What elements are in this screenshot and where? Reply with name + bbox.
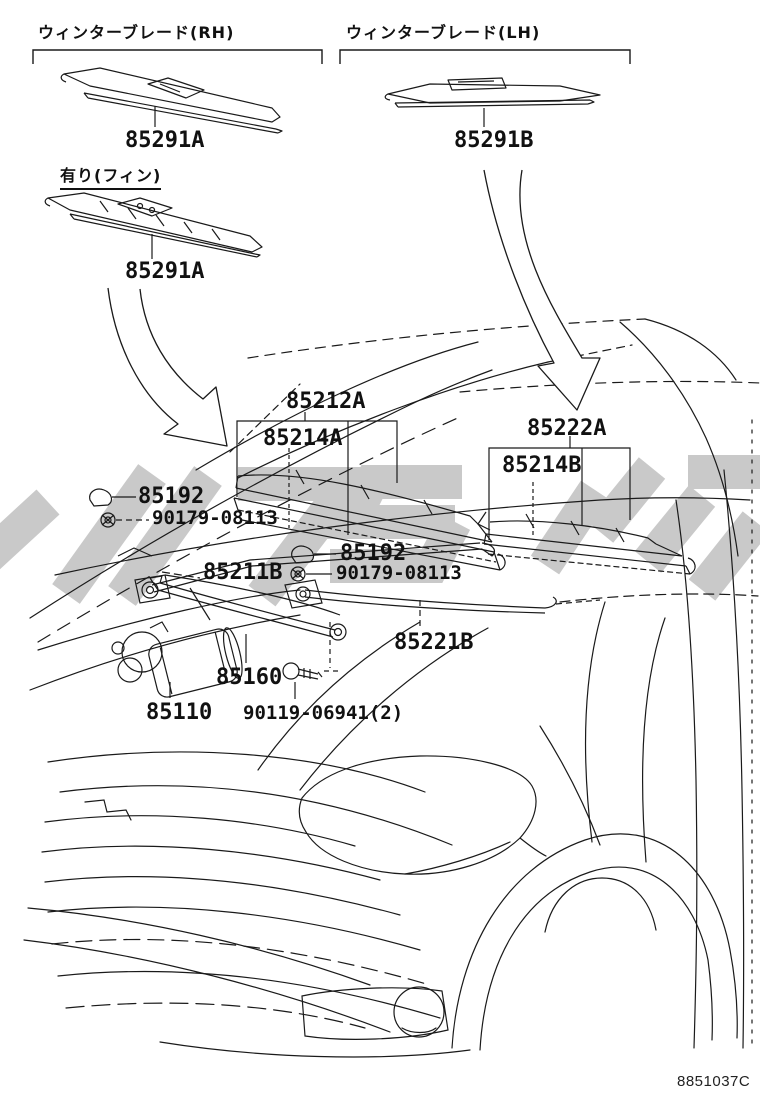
header-brackets (32, 49, 631, 64)
part-label-pivot-nut-left: 90179-08113 (152, 507, 278, 529)
fin-blade-drawing (44, 192, 263, 259)
winter-blade-rh-drawing (60, 67, 283, 134)
part-label-winter-blade-fin: 85291A (125, 259, 205, 284)
part-label-wiper-arm-left: 85211B (203, 560, 283, 585)
winter-blade-rh-header: ウィンターブレード(RH) (38, 23, 235, 42)
winter-blade-lh-drawing (384, 77, 601, 127)
part-label-wiper-motor: 85110 (146, 700, 213, 725)
pivot-cap-left-icon (89, 488, 113, 507)
part-label-pivot-cap-right: 85192 (340, 541, 407, 566)
motor-bolt-icon (282, 662, 323, 680)
part-label-pivot-nut-right: 90179-08113 (336, 562, 462, 584)
part-label-blade-assy-right: 85222A (527, 416, 607, 441)
part-label-winter-blade-rh: 85291A (125, 128, 205, 153)
wiper-linkage-drawing (149, 574, 347, 641)
with-fin-header: 有り(フィン) (60, 162, 162, 190)
part-label-blade-insert-left: 85214A (263, 426, 343, 451)
part-label-pivot-cap-left: 85192 (138, 484, 205, 509)
part-label-wiper-link: 85160 (216, 665, 283, 690)
callout-lines (112, 412, 631, 699)
direction-arrow-right (483, 169, 601, 411)
wiper-motor-drawing (111, 621, 243, 698)
part-label-blade-assy-left: 85212A (286, 389, 366, 414)
pivot-cap-right-icon (291, 545, 315, 564)
part-label-wiper-arm-right: 85221B (394, 630, 474, 655)
pivot-nut-left-icon (100, 512, 116, 528)
pivot-nut-right-icon (290, 566, 306, 582)
part-label-motor-bolt: 90119-06941(2) (243, 702, 404, 724)
part-label-winter-blade-lh: 85291B (454, 128, 534, 153)
wiper-blade-assy-right-drawing (477, 511, 696, 575)
winter-blade-lh-header: ウィンターブレード(LH) (346, 23, 541, 42)
direction-arrow-left (107, 287, 228, 447)
wiper-arm-left-drawing (117, 542, 495, 604)
diagram-code: 8851037C (677, 1073, 751, 1090)
part-label-blade-insert-right: 85214B (502, 453, 582, 478)
car-body-outline (23, 318, 760, 1058)
wiper-arm-right-drawing (284, 579, 601, 614)
